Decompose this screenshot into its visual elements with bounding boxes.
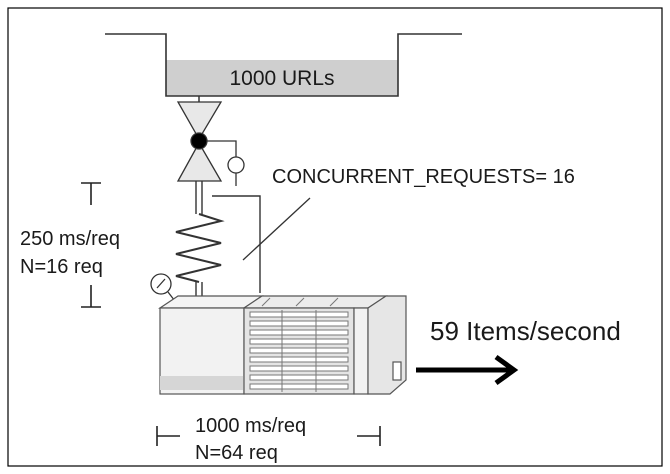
valve-control-loop — [207, 140, 245, 186]
machine-slots — [249, 297, 349, 392]
output-rate-label: 59 Items/second — [430, 316, 621, 346]
pressure-gauge-icon — [150, 273, 179, 306]
latency-bracket — [81, 182, 101, 308]
processor-rate-label: 1000 ms/req — [195, 415, 306, 437]
latency-count-label: N=16 req — [20, 256, 103, 278]
concurrency-label: CONCURRENT_REQUESTS= 16 — [272, 166, 575, 188]
queue-label: 1000 URLs — [229, 67, 334, 90]
output-arrow-icon — [416, 354, 519, 386]
valve-icon — [176, 101, 223, 182]
concurrency-leader-line — [242, 197, 311, 261]
latency-rate-label: 250 ms/req — [20, 228, 120, 250]
feed-pipes — [195, 181, 261, 293]
processor-bracket — [156, 426, 381, 446]
url-queue-tank: 1000 URLs — [105, 33, 462, 97]
processor-count-label: N=64 req — [195, 442, 278, 464]
control-gauge-icon — [227, 156, 245, 174]
